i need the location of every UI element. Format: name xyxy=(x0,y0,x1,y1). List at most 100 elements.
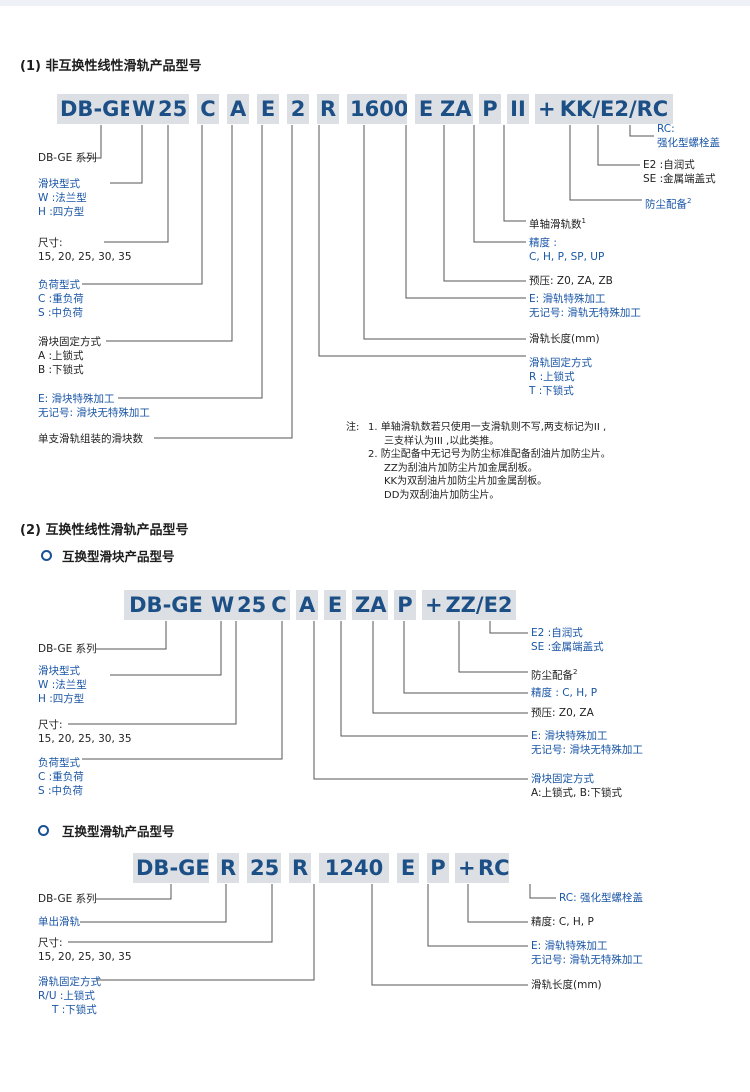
label-rc-desc: 强化型螺栓盖 xyxy=(657,137,720,149)
code-gap xyxy=(416,590,422,620)
label-rail-special-e: E: 滑轨特殊加工 xyxy=(529,293,606,305)
label-block-fix-a: A :上锁式 xyxy=(38,350,84,362)
label-size-title: 尺寸: xyxy=(38,719,63,731)
note-line: 三支样认为III ,以此类推。 xyxy=(384,435,500,447)
code-accessories: KK/E2/RC xyxy=(555,94,673,124)
code-precision: P xyxy=(427,853,449,883)
label-dust-text: 防尘配备 xyxy=(645,198,687,211)
code-size: 25 xyxy=(155,94,189,124)
code-gap xyxy=(346,590,352,620)
label-size-title: 尺寸: xyxy=(38,937,63,949)
label-block-special-e: E: 滑块特殊加工 xyxy=(38,393,115,405)
rail-subheading: 互换型滑轨产品型号 xyxy=(62,824,175,839)
code-rail-special: E xyxy=(415,94,437,124)
label-load-s: S :中负荷 xyxy=(38,307,84,319)
code-block-type: W xyxy=(208,590,234,620)
code-load: C xyxy=(268,590,290,620)
code-gap xyxy=(339,94,347,124)
code-preload: ZA xyxy=(352,590,388,620)
label-rail-fix-title: 滑轨固定方式 xyxy=(38,976,101,988)
label-block-special-none: 无记号: 滑块无特殊加工 xyxy=(531,744,643,756)
label-rc: RC: 强化型螺栓盖 xyxy=(559,892,643,904)
code-rail-length: 1240 xyxy=(319,853,389,883)
rail-model-code: DB-GE R 25 R 1240 E P + RC xyxy=(133,853,510,883)
block-subheading: 互换型滑块产品型号 xyxy=(62,549,175,564)
label-rail-fix-ru: R/U :上锁式 xyxy=(38,990,95,1002)
label-precision: 精度 : C, H, P, SP, UP xyxy=(529,236,604,264)
code-gap xyxy=(501,94,507,124)
label-load: 负荷型式 C :重负荷 S :中负荷 xyxy=(38,756,84,798)
code-gap xyxy=(290,590,296,620)
label-rail-special-none: 无记号: 滑轨无特殊加工 xyxy=(529,307,641,319)
label-dust: 防尘配备2 xyxy=(531,665,577,683)
code-gap xyxy=(239,853,247,883)
label-block-type-h: H :四方型 xyxy=(38,206,85,218)
code-series: DB-GE xyxy=(133,853,210,883)
label-dust-sup: 2 xyxy=(687,197,692,205)
label-e2-self-lube: E2 :自润式 xyxy=(643,159,695,171)
label-dust-sup: 2 xyxy=(573,668,578,676)
code-single-rail: R xyxy=(217,853,239,883)
label-block-type-h: H :四方型 xyxy=(38,693,85,705)
label-rail-length: 滑轨长度(mm) xyxy=(531,979,602,991)
code-gap xyxy=(311,853,319,883)
label-block-fix-title: 滑块固定方式 xyxy=(38,336,101,348)
label-block-fix-b: B :下锁式 xyxy=(38,364,84,376)
label-precision-values: C, H, P, SP, UP xyxy=(529,251,605,263)
label-e2-metal-cap: SE :金属端盖式 xyxy=(643,173,716,185)
code-gap xyxy=(473,94,479,124)
code-rail-special: E xyxy=(397,853,419,883)
label-size: 尺寸: 15, 20, 25, 30, 35 xyxy=(38,936,132,964)
code-block-fix: A xyxy=(227,94,249,124)
code-block-special: E xyxy=(257,94,279,124)
label-block-type-title: 滑块型式 xyxy=(38,178,80,190)
code-series: DB-GE xyxy=(57,94,134,124)
note-line: DD为双刮油片加防尘片。 xyxy=(384,489,500,501)
label-rail-count-sup: 1 xyxy=(581,217,586,225)
label-size-values: 15, 20, 25, 30, 35 xyxy=(38,733,132,745)
note-line: ZZ为刮油片加防尘片加金属刮板。 xyxy=(384,462,538,474)
label-block-type: 滑块型式 W :法兰型 H :四方型 xyxy=(38,177,87,219)
label-size-values: 15, 20, 25, 30, 35 xyxy=(38,951,132,963)
label-rail-fix-t: T :下锁式 xyxy=(52,1004,97,1016)
label-load: 负荷型式 C :重负荷 S :中负荷 xyxy=(38,278,84,320)
label-rail-fix-r: R :上锁式 xyxy=(529,371,575,383)
label-rail-fix: 滑轨固定方式 R :上锁式 T :下锁式 xyxy=(529,356,592,398)
label-rail-fix: 滑轨固定方式 R/U :上锁式 T :下锁式 xyxy=(38,975,101,1017)
code-rail-fix: R xyxy=(289,853,311,883)
label-load-title: 负荷型式 xyxy=(38,279,80,291)
note-line: 2. 防尘配备中无记号为防尘标准配备刮油片加防尘片。 xyxy=(368,449,611,460)
label-dust: 防尘配备2 xyxy=(645,194,691,212)
code-load: C xyxy=(197,94,219,124)
code-gap xyxy=(309,94,317,124)
code-series: DB-GE xyxy=(124,590,208,620)
label-block-type-w: W :法兰型 xyxy=(38,192,87,204)
code-plus: + xyxy=(455,853,476,883)
label-load-c: C :重负荷 xyxy=(38,293,84,305)
label-load-title: 负荷型式 xyxy=(38,757,80,769)
code-gap xyxy=(189,94,197,124)
code-block-fix: A xyxy=(296,590,318,620)
circle-bullet-icon xyxy=(41,550,52,561)
label-size-title: 尺寸: xyxy=(38,237,63,249)
code-gap xyxy=(318,590,324,620)
block-model-code: DB-GE W 25 C A E ZA P + ZZ/E2 xyxy=(124,590,516,620)
code-precision: P xyxy=(479,94,501,124)
code-block-type: W xyxy=(129,94,155,124)
code-gap xyxy=(279,94,287,124)
label-size: 尺寸: 15, 20, 25, 30, 35 xyxy=(38,236,132,264)
label-precision-title: 精度 : xyxy=(529,237,557,249)
code-size: 25 xyxy=(247,853,281,883)
label-block-special: E: 滑块特殊加工 无记号: 滑块无特殊加工 xyxy=(38,392,150,420)
label-rail-special: E: 滑轨特殊加工 无记号: 滑轨无特殊加工 xyxy=(531,939,643,967)
code-gap xyxy=(249,94,257,124)
section2-heading: (2) 互换性线性滑轨产品型号 xyxy=(20,523,189,538)
label-size-values: 15, 20, 25, 30, 35 xyxy=(38,251,132,263)
notes-prefix: 注: xyxy=(346,422,360,433)
code-plus: + xyxy=(535,94,556,124)
label-e2: E2 :自润式 SE :金属端盖式 xyxy=(643,158,716,186)
label-rail-special-none: 无记号: 滑轨无特殊加工 xyxy=(531,954,643,966)
label-size: 尺寸: 15, 20, 25, 30, 35 xyxy=(38,718,132,746)
label-block-fix: 滑块固定方式 A:上锁式, B:下锁式 xyxy=(531,772,622,800)
label-rail-special: E: 滑轨特殊加工 无记号: 滑轨无特殊加工 xyxy=(529,292,641,320)
